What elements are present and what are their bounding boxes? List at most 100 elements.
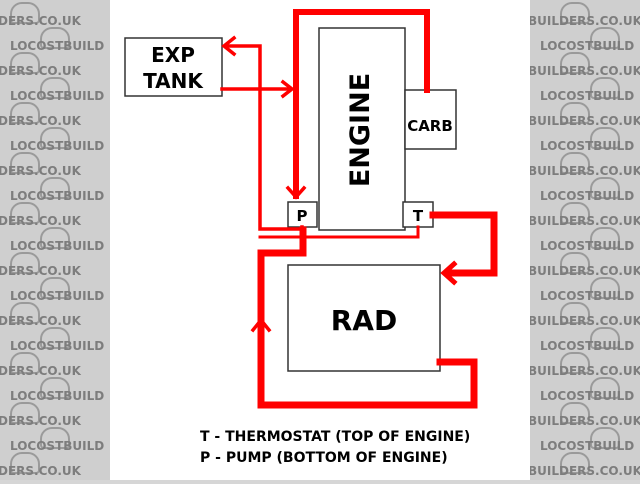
arrow-into-exptank bbox=[221, 35, 237, 57]
watermark-text: BUILDERS.CO.UK bbox=[530, 364, 640, 378]
watermark-logo-icon bbox=[590, 177, 620, 199]
watermark-logo-icon bbox=[10, 252, 40, 274]
watermark-text: LOCOSTBUILD bbox=[10, 289, 105, 303]
diagram-canvas: EXP TANK ENGINE CARB P T RAD bbox=[110, 0, 530, 480]
watermark-logo-icon bbox=[560, 452, 590, 474]
watermark-text: DERS.CO.UK bbox=[0, 464, 81, 478]
watermark-text: LOCOSTBUILD bbox=[10, 239, 105, 253]
watermark-logo-icon bbox=[590, 27, 620, 49]
watermark-logo-icon bbox=[560, 102, 590, 124]
watermark-text: LOCOSTBUILD bbox=[10, 89, 105, 103]
watermark-logo-icon bbox=[10, 452, 40, 474]
watermark-logo-icon bbox=[40, 177, 70, 199]
cooling-diagram: EXP TANK ENGINE CARB P T RAD bbox=[124, 9, 498, 466]
watermark-logo-icon bbox=[10, 2, 40, 24]
watermark-logo-icon bbox=[10, 152, 40, 174]
watermark-text: DERS.CO.UK bbox=[0, 214, 81, 228]
watermark-text: DERS.CO.UK bbox=[0, 64, 81, 78]
watermark-text: LOCOSTBUILD bbox=[10, 139, 105, 153]
watermark-text: DERS.CO.UK bbox=[0, 114, 81, 128]
watermark-text: LOCOSTBUILD bbox=[540, 139, 635, 153]
watermark-text: LOCOSTBUILD bbox=[10, 39, 105, 53]
watermark-logo-icon bbox=[40, 277, 70, 299]
watermark-logo-icon bbox=[560, 2, 590, 24]
watermark-text: BUILDERS.CO.UK bbox=[530, 464, 640, 478]
watermark-text: LOCOSTBUILD bbox=[540, 189, 635, 203]
watermark-logo-icon bbox=[590, 427, 620, 449]
watermark-logo-icon bbox=[560, 202, 590, 224]
watermark-text: DERS.CO.UK bbox=[0, 314, 81, 328]
thermostat-label: T bbox=[413, 207, 424, 225]
watermark-text: LOCOSTBUILD bbox=[10, 389, 105, 403]
watermark-logo-icon bbox=[590, 127, 620, 149]
legend-pump: P - PUMP (BOTTOM OF ENGINE) bbox=[200, 450, 448, 466]
watermark-text: DERS.CO.UK bbox=[0, 414, 81, 428]
watermark-logo-icon bbox=[10, 52, 40, 74]
watermark-text: BUILDERS.CO.UK bbox=[530, 314, 640, 328]
watermark-logo-icon bbox=[40, 127, 70, 149]
watermark-logo-icon bbox=[10, 202, 40, 224]
watermark-logo-icon bbox=[560, 302, 590, 324]
watermark-logo-icon bbox=[560, 352, 590, 374]
pipe-rad-bottom bbox=[257, 226, 478, 409]
watermark-logo-icon bbox=[40, 77, 70, 99]
watermark-text: LOCOSTBUILD bbox=[540, 39, 635, 53]
watermark-text: BUILDERS.CO.UK bbox=[530, 264, 640, 278]
watermark-text: BUILDERS.CO.UK bbox=[530, 64, 640, 78]
watermark-text: BUILDERS.CO.UK bbox=[530, 414, 640, 428]
watermark-logo-icon bbox=[590, 277, 620, 299]
watermark-logo-icon bbox=[590, 327, 620, 349]
watermark-text: DERS.CO.UK bbox=[0, 164, 81, 178]
engine-box bbox=[318, 27, 406, 231]
arrow-into-rad bbox=[440, 260, 458, 286]
pump-box bbox=[287, 201, 318, 228]
watermark-logo-icon bbox=[40, 227, 70, 249]
watermark-text: LOCOSTBUILD bbox=[10, 339, 105, 353]
arrow-into-engine bbox=[280, 79, 295, 99]
engine-label: ENGINE bbox=[345, 73, 376, 187]
watermark-logo-icon bbox=[10, 402, 40, 424]
watermark-text: LOCOSTBUILD bbox=[540, 239, 635, 253]
pipe-thermostat-to-rad bbox=[429, 211, 498, 277]
watermark-logo-icon bbox=[560, 252, 590, 274]
watermark-text: LOCOSTBUILD bbox=[540, 439, 635, 453]
watermark-text: DERS.CO.UK bbox=[0, 264, 81, 278]
watermark-text: BUILDERS.CO.UK bbox=[530, 114, 640, 128]
watermark-text: LOCOSTBUILD bbox=[10, 189, 105, 203]
watermark-logo-icon bbox=[590, 77, 620, 99]
watermark-text: BUILDERS.CO.UK bbox=[530, 164, 640, 178]
exp-tank-label-1: EXP bbox=[151, 43, 195, 67]
watermark-logo-icon bbox=[10, 352, 40, 374]
radiator-label: RAD bbox=[331, 304, 397, 337]
watermark-logo-icon bbox=[40, 427, 70, 449]
watermark-text: BUILDERS.CO.UK bbox=[530, 14, 640, 28]
watermark-logo-icon bbox=[40, 327, 70, 349]
watermark-logo-icon bbox=[40, 377, 70, 399]
watermark-logo-icon bbox=[10, 302, 40, 324]
watermark-text: DERS.CO.UK bbox=[0, 14, 81, 28]
watermark-text: LOCOSTBUILD bbox=[540, 389, 635, 403]
watermark-logo-icon bbox=[40, 27, 70, 49]
watermark-logo-icon bbox=[560, 52, 590, 74]
pump-label: P bbox=[297, 207, 308, 225]
watermark-right: BUILDERS.CO.UK LOCOSTBUILD BUILDERS.CO.UK L… bbox=[530, 0, 640, 480]
arrow-into-pump bbox=[285, 185, 307, 200]
watermark-text: LOCOSTBUILD bbox=[540, 289, 635, 303]
watermark-logo-icon bbox=[590, 377, 620, 399]
watermark-text: BUILDERS.CO.UK bbox=[530, 214, 640, 228]
radiator-box bbox=[287, 264, 441, 372]
watermark-text: LOCOSTBUILD bbox=[540, 339, 635, 353]
pipe-carb-to-pump bbox=[293, 9, 430, 199]
legend-thermostat: T - THERMOSTAT (TOP OF ENGINE) bbox=[200, 429, 470, 445]
watermark-text: DERS.CO.UK bbox=[0, 364, 81, 378]
watermark-text: LOCOSTBUILD bbox=[540, 89, 635, 103]
watermark-logo-icon bbox=[10, 102, 40, 124]
watermark-left: DERS.CO.UK LOCOSTBUILD DERS.CO.UK LOCOSTBUI… bbox=[0, 0, 110, 480]
exp-tank-label-2: TANK bbox=[143, 69, 204, 93]
watermark-text: LOCOSTBUILD bbox=[10, 439, 105, 453]
carb-label: CARB bbox=[407, 117, 453, 135]
arrow-up-return bbox=[250, 317, 272, 333]
watermark-logo-icon bbox=[560, 152, 590, 174]
pipe-thermo-base bbox=[258, 225, 420, 239]
watermark-logo-icon bbox=[590, 227, 620, 249]
